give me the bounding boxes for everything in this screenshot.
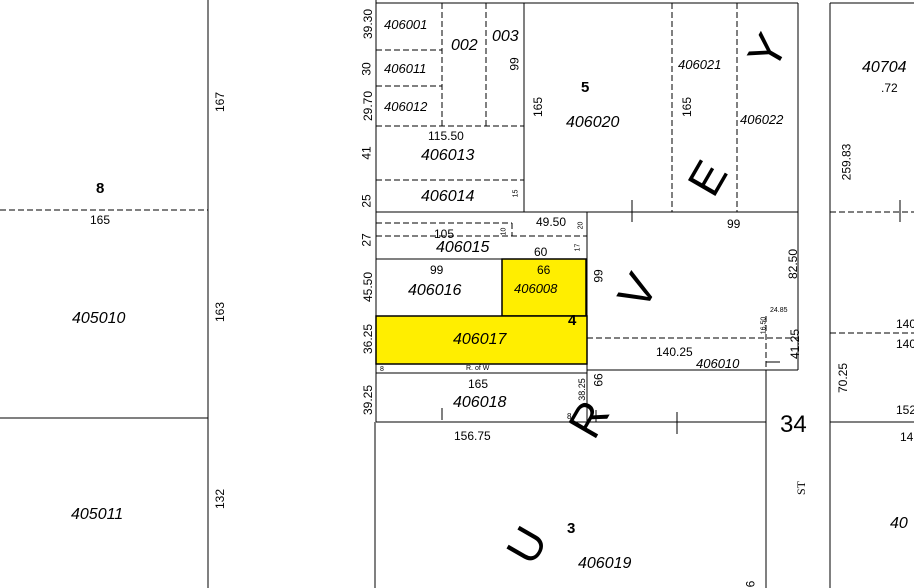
parcel-label: 406015 — [436, 239, 490, 256]
dimension-label: 27 — [359, 233, 374, 247]
block-number: 4 — [568, 312, 577, 329]
dimension-label: 99 — [430, 263, 444, 277]
dimension-label: 163 — [213, 301, 228, 323]
dimension-label: 41.25 — [788, 328, 803, 360]
parcel-label: 406011 — [384, 61, 427, 76]
dimension-label: 82.50 — [786, 248, 801, 280]
dimension-label: 16.50 — [760, 316, 768, 335]
dimension-label: 165 — [531, 96, 546, 118]
parcel-label: 406020 — [566, 114, 620, 131]
dimension-label: 259.83 — [839, 143, 854, 181]
dimension-label: 165 — [468, 377, 489, 391]
dimension-label: 132 — [213, 488, 228, 510]
dimension-label: 99 — [507, 57, 522, 71]
dimension-label: 20 — [577, 221, 585, 230]
dimension-label: 45.50 — [361, 271, 376, 303]
dimension-label: 10 — [500, 227, 508, 236]
parcel-406008-fill[interactable] — [501, 258, 587, 317]
lot-tie-marks — [441, 200, 901, 434]
parcel-label: 406018 — [453, 394, 507, 411]
block-number: 5 — [581, 79, 590, 96]
street-label: ST — [794, 480, 809, 496]
dimension-label: 165 — [680, 96, 695, 118]
parcel-label: 406022 — [740, 112, 784, 127]
dimension-label: 25 — [359, 194, 374, 208]
dimension-label: 8 — [567, 412, 572, 421]
dimension-label: 115.50 — [428, 129, 464, 143]
dimension-label: 30 — [359, 62, 374, 76]
dimension-label: 15 — [512, 189, 520, 198]
parcel-label: 406012 — [384, 99, 428, 114]
dimension-label: 66 — [537, 263, 551, 277]
dimension-label: 156.75 — [454, 429, 491, 443]
parcel-label: 40704 — [862, 59, 907, 76]
parcel-label: 406021 — [678, 57, 722, 72]
parcel-label: 406019 — [578, 555, 632, 572]
dimension-label: 105 — [434, 227, 455, 241]
dimension-label: 39.30 — [361, 8, 376, 40]
block-number: 3 — [567, 520, 576, 537]
parcel-label: 406001 — [384, 17, 428, 32]
parcel-label: 002 — [451, 37, 478, 54]
parcel-label: 406013 — [421, 147, 475, 164]
parcel-label: 406014 — [421, 188, 475, 205]
dimension-label: 70.25 — [836, 362, 851, 394]
row-label: R. of W — [466, 365, 490, 372]
dimension-label: 99 — [727, 217, 741, 231]
dimension-label: 60 — [534, 245, 548, 259]
parcel-label: 406016 — [408, 282, 462, 299]
parcel-label-406008[interactable]: 406008 — [514, 281, 558, 296]
dimension-label: 152 — [896, 403, 914, 417]
parcel-label: 406010 — [696, 356, 740, 371]
dimension-label: 38.25 — [576, 378, 587, 401]
dimension-label: 41 — [359, 146, 374, 160]
dimension-label: .72 — [881, 81, 898, 95]
dimension-label: 40 — [890, 515, 908, 532]
dimension-label: 8 — [380, 366, 384, 373]
dashed-boundaries — [0, 3, 914, 370]
dimension-label: 140.25 — [656, 345, 693, 359]
parcel-label: 405010 — [72, 310, 126, 327]
dimension-label: 99 — [591, 269, 606, 283]
dimension-label: 140 — [896, 317, 914, 331]
dimension-label: 17 — [574, 243, 582, 252]
dimension-label: 14 — [900, 430, 914, 444]
dimension-label: 140 — [896, 337, 914, 351]
dimension-label: 36.25 — [361, 323, 376, 355]
dimension-label: 49.50 — [536, 215, 567, 229]
dimension-label: 29.70 — [361, 90, 376, 122]
dimension-label: 39.25 — [361, 384, 376, 416]
dimension-label: 24.85 — [770, 307, 788, 314]
parcel-label: 405011 — [71, 506, 124, 523]
dimension-label: 6 — [743, 580, 758, 588]
block-number: 8 — [96, 180, 105, 197]
parcel-406017-fill[interactable] — [375, 315, 588, 365]
dimension-label: 165 — [90, 213, 111, 227]
dimension-label: 66 — [591, 373, 606, 387]
parcel-label: 003 — [492, 28, 519, 45]
dimension-label: 167 — [213, 91, 228, 113]
parcel-label-406017[interactable]: 406017 — [453, 331, 507, 348]
block-number: 34 — [780, 411, 807, 438]
